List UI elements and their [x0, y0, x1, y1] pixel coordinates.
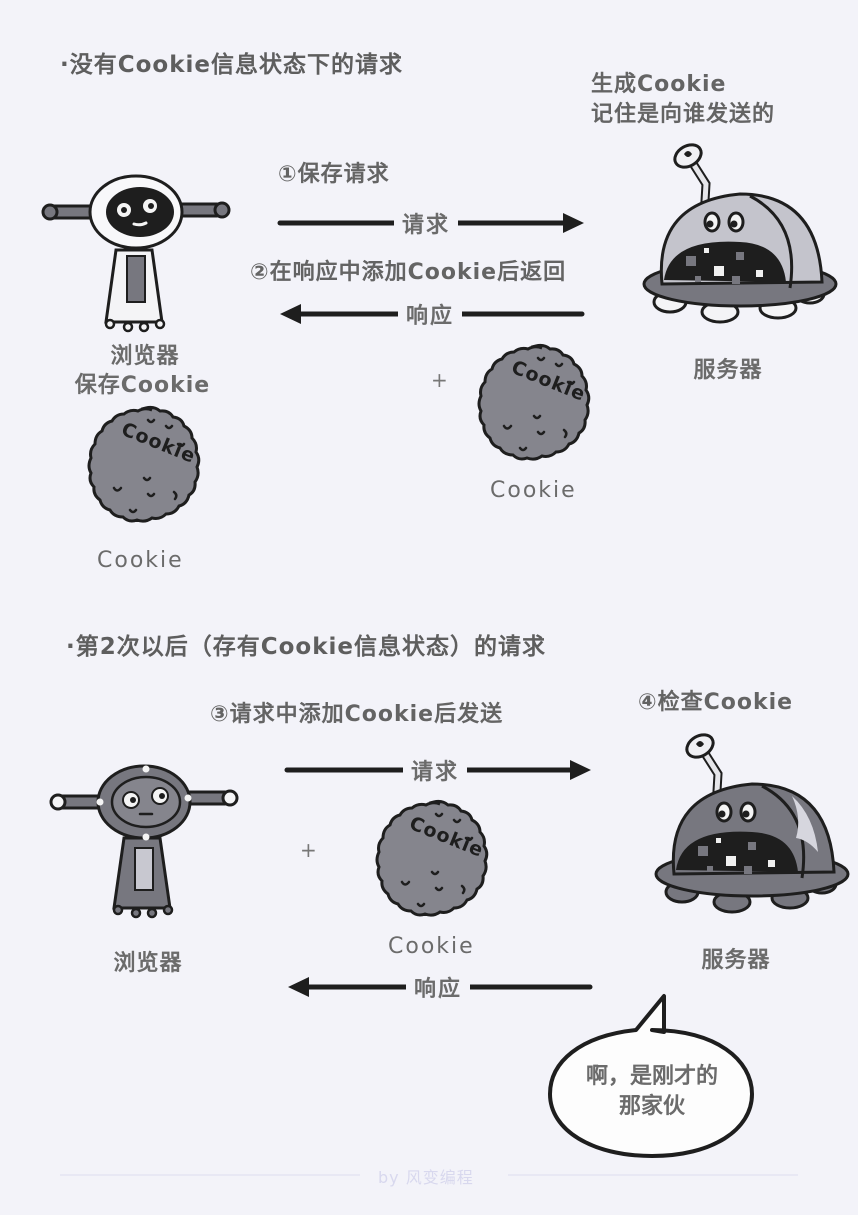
server-robot-icon [640, 142, 840, 322]
cookie-label-browser: Cookie [97, 548, 184, 573]
cookie-icon: Cookie [87, 405, 201, 523]
response-arrow-2: 响应 [284, 971, 594, 1003]
speech-line-2: 那家伙 [618, 1094, 685, 1119]
plus-sign-1: + [431, 368, 448, 392]
cookie-illustration-response: Cookie [476, 343, 600, 468]
step4-label: ④检查Cookie [638, 690, 794, 715]
request-arrow-2: 请求 [284, 754, 595, 786]
section1-title: ·没有Cookie信息状态下的请求 [60, 52, 403, 78]
cookie-label-response: Cookie [490, 478, 577, 503]
response-arrow-1: 响应 [276, 298, 586, 330]
footer-divider-left [60, 1174, 360, 1176]
request-arrow-label: 请求 [394, 207, 459, 239]
browser-label-1: 浏览器 [110, 344, 180, 369]
browser-robot-illustration-2 [48, 764, 240, 919]
response-arrow-label-2: 响应 [406, 971, 471, 1003]
cookie-illustration-browser: Cookie [86, 405, 210, 530]
server-note-line2: 记住是向谁发送的 [591, 102, 776, 127]
plus-sign-2: + [300, 838, 317, 862]
response-arrow-label: 响应 [398, 298, 463, 330]
browser-save-cookie-label: 保存Cookie [74, 373, 211, 398]
server-label-2: 服务器 [701, 948, 771, 973]
speech-bubble: 啊，是刚才的 那家伙 [546, 994, 758, 1160]
speech-line-1: 啊，是刚才的 [585, 1064, 718, 1089]
server-robot-illustration-2 [652, 732, 852, 912]
robot-icon [41, 174, 231, 333]
cookie-illustration-request: Cookie [374, 799, 498, 924]
section2-title: ·第2次以后（存有Cookie信息状态）的请求 [66, 634, 547, 660]
request-arrow-1: 请求 [277, 207, 588, 239]
step1-label: ①保存请求 [278, 162, 390, 187]
step3-label: ③请求中添加Cookie后发送 [210, 702, 504, 727]
footer-credit: by 风变编程 [378, 1168, 474, 1187]
server-label-1: 服务器 [693, 358, 763, 383]
request-arrow-label-2: 请求 [403, 754, 468, 786]
cookie-label-request: Cookie [388, 934, 475, 959]
step2-label: ②在响应中添加Cookie后返回 [250, 260, 567, 285]
server-robot-illustration-1 [640, 142, 840, 322]
browser-robot-illustration [40, 174, 231, 333]
cookie-icon: Cookie [477, 343, 591, 461]
server-note-line1: 生成Cookie [591, 72, 727, 97]
cookie-icon: Cookie [375, 799, 489, 917]
speech-bubble-shape [548, 994, 754, 1158]
robot-icon [49, 764, 239, 919]
server-robot-icon [652, 732, 852, 912]
browser-label-2: 浏览器 [113, 951, 183, 976]
footer-divider-right [508, 1174, 798, 1176]
